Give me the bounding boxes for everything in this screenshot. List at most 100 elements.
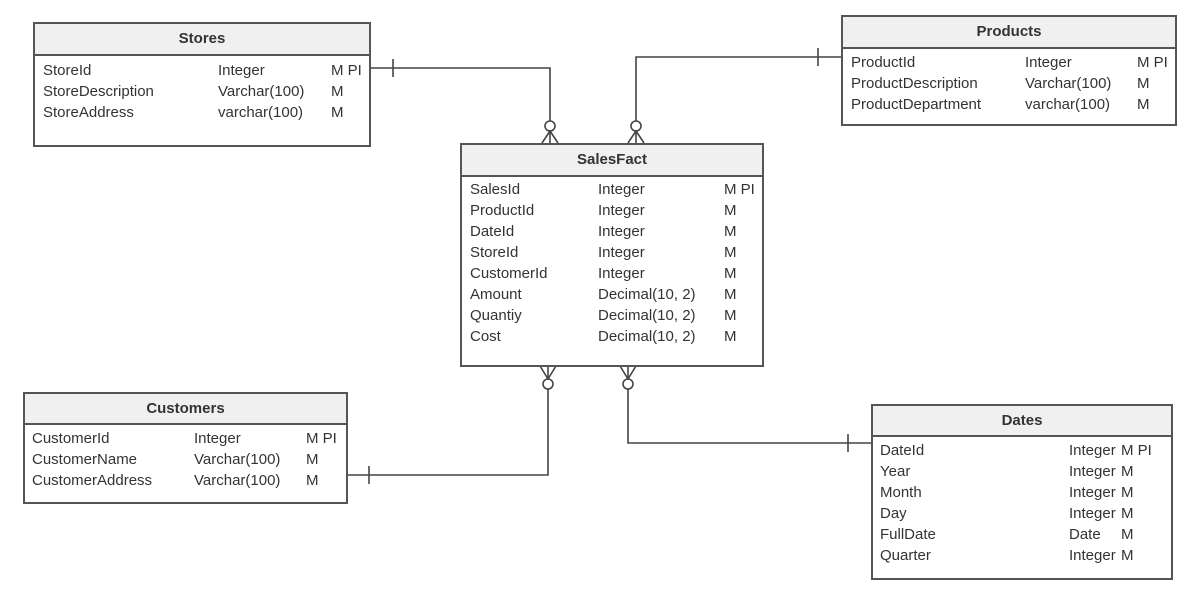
attribute-type: Integer (598, 223, 645, 240)
attribute-name: Cost (470, 328, 501, 345)
attribute-row[interactable]: DateId Integer M (462, 221, 762, 242)
attribute-type: varchar(100) (218, 104, 304, 121)
relationship-customers-salesfact (347, 365, 557, 484)
attribute-name: DateId (880, 442, 925, 459)
attribute-type: Integer (1069, 505, 1116, 522)
attribute-type: Integer (218, 62, 265, 79)
attribute-flags: M (1121, 547, 1134, 564)
attribute-row[interactable]: Quarter Integer M (873, 545, 1171, 566)
attribute-name: Year (880, 463, 911, 480)
attribute-name: ProductDescription (851, 75, 978, 92)
attribute-type: Integer (1069, 463, 1116, 480)
attribute-flags: M (1121, 463, 1134, 480)
attribute-name: Quantiy (470, 307, 522, 324)
attribute-type: Integer (1025, 54, 1072, 71)
attribute-flags: M PI (306, 430, 337, 447)
zero-marker (544, 120, 556, 132)
attribute-row[interactable]: StoreAddress varchar(100) M (35, 102, 369, 123)
attribute-flags: M (1121, 484, 1134, 501)
attribute-flags: M (724, 223, 737, 240)
attribute-name: Day (880, 505, 907, 522)
attribute-row[interactable]: SalesId Integer M PI (462, 179, 762, 200)
entity-title: SalesFact (462, 145, 762, 177)
attribute-row[interactable]: Day Integer M (873, 503, 1171, 524)
attribute-flags: M (724, 202, 737, 219)
attribute-type: Varchar(100) (194, 451, 281, 468)
attribute-type: Integer (598, 265, 645, 282)
attribute-type: Decimal(10, 2) (598, 307, 696, 324)
attribute-type: Varchar(100) (1025, 75, 1112, 92)
attribute-flags: M (306, 472, 319, 489)
attribute-flags: M (724, 265, 737, 282)
entity-title: Customers (25, 394, 346, 425)
attribute-name: SalesId (470, 181, 521, 198)
attribute-row[interactable]: CustomerAddress Varchar(100) M (25, 470, 346, 491)
attribute-name: FullDate (880, 526, 936, 543)
attribute-name: Amount (470, 286, 522, 303)
attribute-flags: M PI (331, 62, 362, 79)
attribute-type: Integer (1069, 484, 1116, 501)
relationship-products-salesfact (627, 48, 841, 144)
entity-title: Dates (873, 406, 1171, 437)
attribute-type: Varchar(100) (218, 83, 305, 100)
attribute-name: DateId (470, 223, 515, 240)
attribute-name: CustomerAddress (32, 472, 153, 489)
relationship-dates-salesfact (619, 365, 871, 452)
attribute-row[interactable]: Year Integer M (873, 461, 1171, 482)
attribute-type: Integer (1069, 442, 1116, 459)
entity-title: Stores (35, 24, 369, 56)
attribute-flags: M (1137, 75, 1150, 92)
attribute-name: CustomerId (470, 265, 548, 282)
attribute-flags: M (1137, 96, 1150, 113)
attribute-flags: M (331, 104, 344, 121)
attribute-flags: M PI (1137, 54, 1168, 71)
attribute-name: ProductDepartment (851, 96, 982, 113)
attribute-flags: M (724, 328, 737, 345)
attribute-row[interactable]: Cost Decimal(10, 2) M (462, 326, 762, 347)
attribute-name: ProductId (470, 202, 535, 219)
attribute-row[interactable]: ProductDescription Varchar(100) M (843, 73, 1175, 94)
attribute-name: Quarter (880, 547, 931, 564)
entity-title: Products (843, 17, 1175, 49)
attribute-type: Integer (598, 244, 645, 261)
attribute-row[interactable]: Month Integer M (873, 482, 1171, 503)
attribute-flags: M (1121, 526, 1134, 543)
attribute-flags: M PI (724, 181, 755, 198)
attribute-name: StoreAddress (43, 104, 134, 121)
attribute-flags: M (306, 451, 319, 468)
attribute-type: Integer (598, 181, 645, 198)
attribute-row[interactable]: CustomerId Integer M (462, 263, 762, 284)
attribute-type: Integer (194, 430, 241, 447)
attribute-name: StoreDescription (43, 83, 154, 100)
attribute-flags: M (1121, 505, 1134, 522)
attribute-name: StoreId (470, 244, 519, 261)
attribute-flags: M (724, 286, 737, 303)
zero-marker (630, 120, 642, 132)
attribute-type: Decimal(10, 2) (598, 328, 696, 345)
attribute-type: Varchar(100) (194, 472, 281, 489)
attribute-type: Integer (1069, 547, 1116, 564)
attribute-name: Month (880, 484, 922, 501)
